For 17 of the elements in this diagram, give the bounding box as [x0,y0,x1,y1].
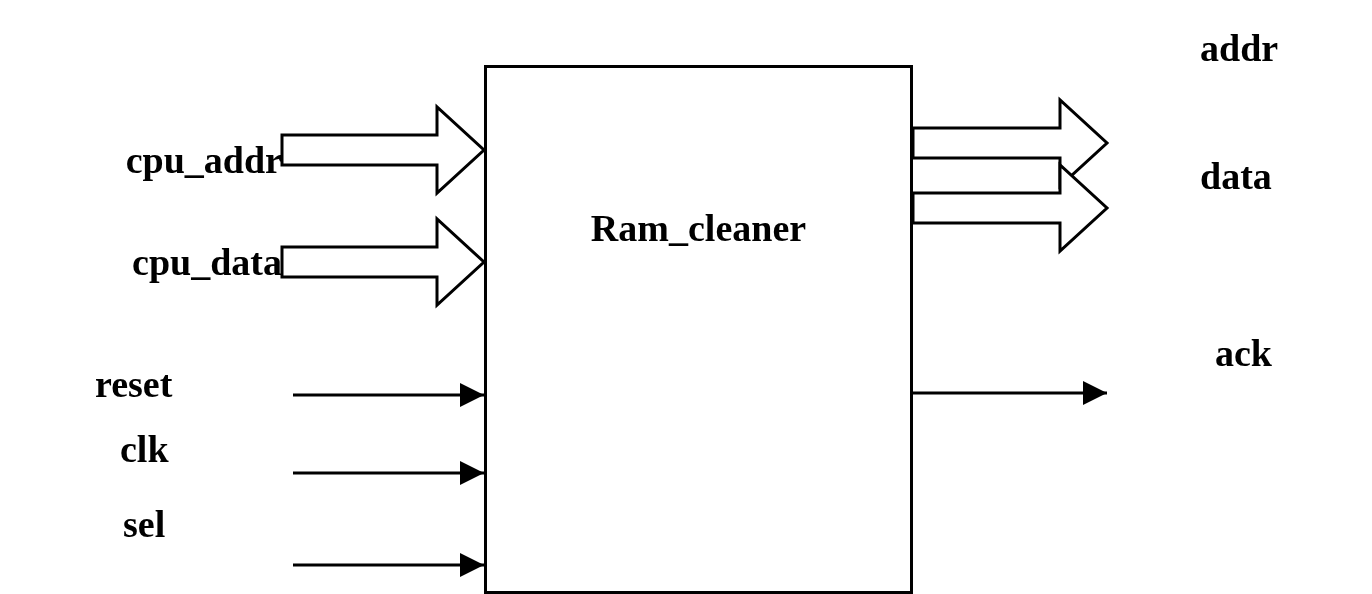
signal-label: cpu_data [132,242,282,284]
signal-arrow [293,383,484,407]
module-box [484,65,913,594]
signal-label: reset [95,362,173,406]
signal-label: data [1200,156,1272,198]
signal-arrow [913,381,1107,405]
bus-arrow [280,215,487,309]
signal-arrow [293,461,484,485]
signal-label: ack [1215,333,1272,375]
module-name: Ram_cleaner [590,208,807,250]
bus-arrow [280,103,487,197]
signal-label: addr [1200,28,1279,70]
bus-arrow [911,161,1110,255]
signal-arrow [293,553,484,577]
signal-label: clk [120,427,169,471]
signal-label: cpu_addr [125,140,282,182]
signal-label: sel [123,502,166,546]
